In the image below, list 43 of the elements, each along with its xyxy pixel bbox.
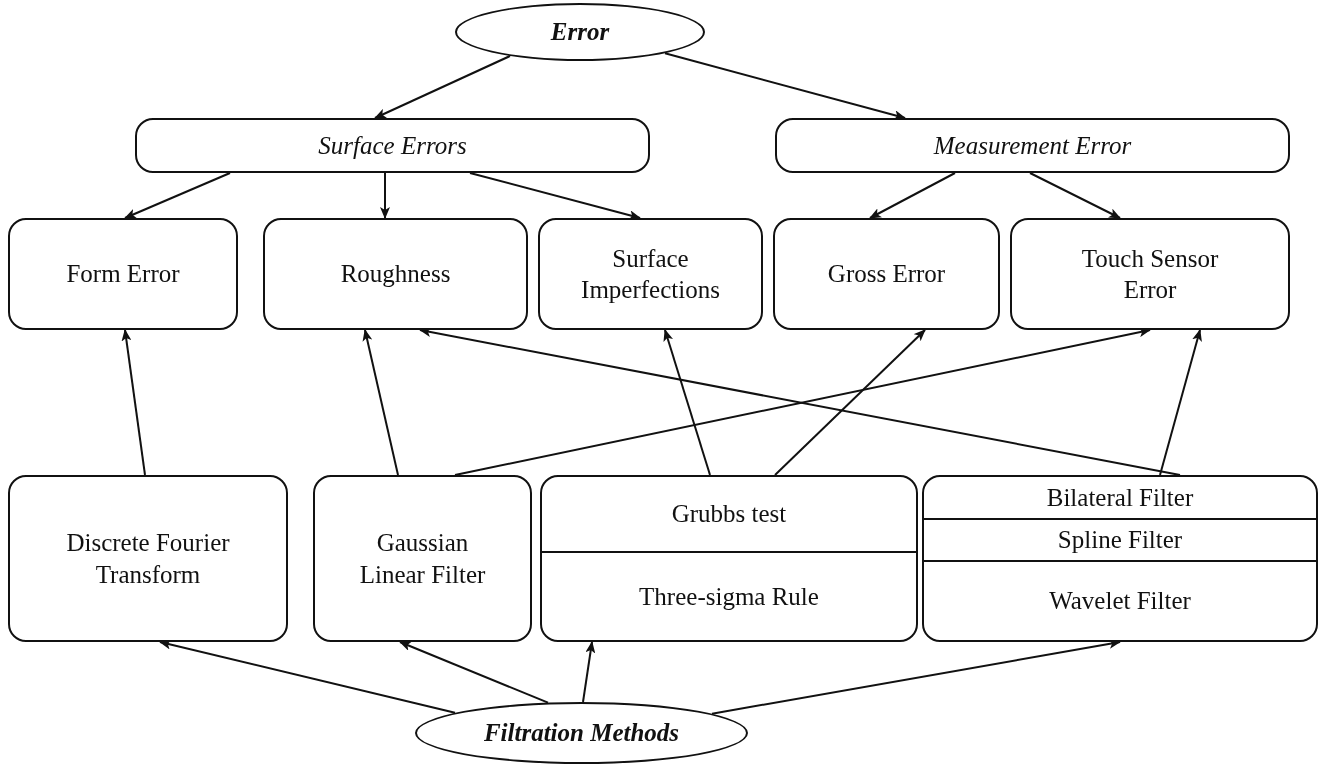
- arrow: [774, 329, 926, 476]
- arrow: [711, 639, 1121, 715]
- rounded-box: [263, 218, 528, 330]
- arrow: [1029, 172, 1121, 219]
- arrow: [121, 329, 146, 476]
- node-label: Grubbs test: [670, 499, 788, 530]
- rounded-box: [313, 475, 532, 642]
- arrow: [362, 329, 399, 476]
- node-label: Gaussian Linear Filter: [358, 528, 487, 590]
- node-label: Filtration Methods: [482, 718, 681, 749]
- node-label: Wavelet Filter: [1048, 586, 1192, 617]
- arrow: [374, 55, 511, 119]
- category-box: [775, 118, 1290, 173]
- rounded-box: [538, 218, 763, 330]
- node-label: Gross Error: [826, 259, 947, 290]
- arrow: [124, 172, 231, 219]
- arrow: [663, 329, 711, 476]
- node-label: Spline Filter: [1056, 525, 1184, 556]
- node-label: Discrete Fourier Transform: [65, 528, 231, 590]
- node-label: Roughness: [339, 259, 452, 290]
- category-box: [135, 118, 650, 173]
- arrow: [869, 172, 956, 219]
- rounded-box: [773, 218, 1000, 330]
- node-label: Touch Sensor Error: [1080, 243, 1220, 305]
- rounded-box: [1010, 218, 1290, 330]
- arrow: [1159, 329, 1202, 476]
- arrow: [159, 639, 456, 714]
- node-label: Surface Imperfections: [580, 243, 721, 305]
- node-label: Bilateral Filter: [1045, 482, 1195, 513]
- node-label: Measurement Error: [932, 130, 1133, 161]
- node-label: Three-sigma Rule: [638, 582, 820, 612]
- node-label: Form Error: [65, 259, 181, 290]
- node-label: Error: [549, 17, 611, 48]
- node-label: Surface Errors: [317, 130, 468, 161]
- arrow: [380, 172, 390, 219]
- arrow: [664, 52, 906, 120]
- arrow: [582, 641, 596, 703]
- divided-box: [540, 475, 918, 642]
- arrow: [469, 172, 641, 220]
- rounded-box: [8, 218, 238, 330]
- divided-box: [922, 475, 1318, 642]
- rounded-box: [8, 475, 288, 642]
- arrow: [399, 641, 549, 704]
